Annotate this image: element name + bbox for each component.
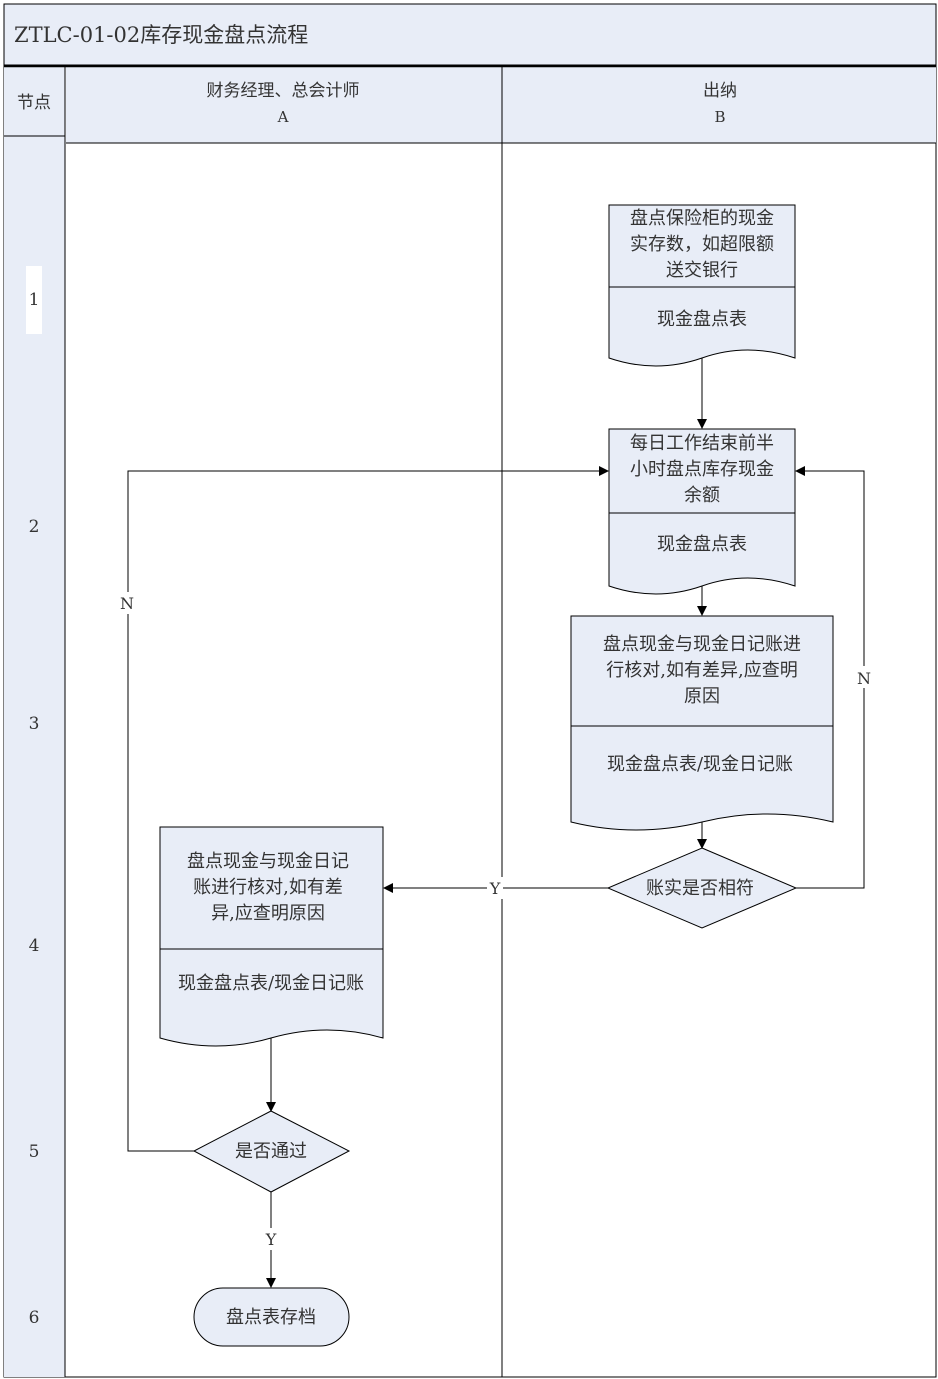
edge-label-no: N [120,594,134,613]
decision-text: 账实是否相符 [646,878,754,899]
step-text: 每日工作结束前半 [630,433,774,454]
node-number: 5 [29,1142,40,1162]
step-text: 盘点现金与现金日记账进 [603,634,801,655]
lane-b-code: B [714,108,725,126]
title-bar [3,3,937,66]
step-text: 小时盘点库存现金 [630,459,774,480]
step-document: 现金盘点表/现金日记账 [607,754,793,775]
page-title: ZTLC-01-02库存现金盘点流程 [14,23,308,47]
decision-text: 是否通过 [235,1141,307,1162]
step-b2-box: 每日工作结束前半 小时盘点库存现金 余额 现金盘点表 [608,428,796,595]
step-text: 盘点现金与现金日记 [187,851,349,872]
edge-label-yes: Y [489,879,501,898]
step-text: 盘点保险柜的现金 [630,208,774,229]
edge-label-yes: Y [265,1230,277,1249]
decision-a5: 是否通过 [192,1110,351,1193]
node-number: 4 [29,936,40,956]
step-text: 余额 [684,485,720,506]
step-document: 现金盘点表/现金日记账 [178,973,364,994]
node-number: 2 [29,517,40,537]
node-column-header: 节点 [17,93,51,113]
edge-label-no: N [857,669,871,688]
step-text: 异,应查明原因 [211,903,325,924]
step-document: 现金盘点表 [657,309,747,330]
lane-b-title: 出纳 [703,81,737,101]
arrow-a5-no [127,466,609,1152]
lane-a-title: 财务经理、总会计师 [207,81,360,101]
lane-a-code: A [277,108,289,126]
step-b1-box: 盘点保险柜的现金 实存数，如超限额 送交银行 现金盘点表 [608,204,796,367]
node-1-highlight [26,266,42,334]
edge-labels: N N Y Y [118,592,873,1250]
node-number: 6 [29,1308,40,1328]
step-text: 原因 [684,686,720,707]
step-text: 行核对,如有差异,应查明 [606,660,797,681]
node-numbers: 1 2 3 4 5 6 [26,266,42,1328]
step-text: 实存数，如超限额 [630,234,774,255]
node-number: 1 [29,290,40,310]
decision-b4: 账实是否相符 [606,847,798,929]
terminal-text: 盘点表存档 [226,1307,316,1328]
step-document: 现金盘点表 [657,534,747,555]
step-b3-box: 盘点现金与现金日记账进 行核对,如有差异,应查明 原因 现金盘点表/现金日记账 [570,615,834,831]
terminal-a6: 盘点表存档 [193,1287,350,1347]
lane-header-band [66,67,936,143]
node-number: 3 [29,714,40,734]
step-a4-box: 盘点现金与现金日记 账进行核对,如有差 异,应查明原因 现金盘点表/现金日记账 [159,826,384,1047]
step-text: 账进行核对,如有差 [193,877,343,898]
step-text: 送交银行 [666,260,738,281]
